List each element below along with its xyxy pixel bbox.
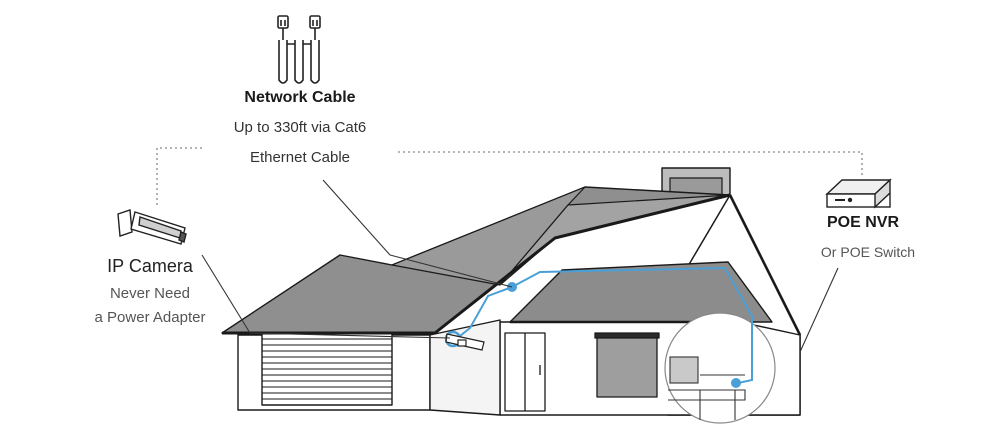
network-cable-title: Network Cable [244,89,356,106]
poe-nvr-title: POE NVR [826,214,899,231]
nvr-recorder-icon [825,178,892,209]
house-window [594,332,660,398]
front-door [504,332,546,412]
network-cable-path [454,266,753,384]
ip-camera-desc-line1: Never Need [109,285,191,302]
garage-door [261,332,393,406]
cable-junction-dot [507,282,517,292]
ip-camera-title: IP Camera [107,256,193,276]
network-cable-desc-line2: Ethernet Cable [249,149,351,166]
dotted-connector [156,147,863,205]
ethernet-cable-icon [277,15,321,84]
poe-nvr-desc: Or POE Switch [820,244,916,260]
nvr-connection-dot [731,378,741,388]
mounted-camera-icon [445,333,485,351]
ip-camera-desc-line2: a Power Adapter [94,309,206,326]
ip-camera-icon [117,209,187,245]
pointer-lines [201,179,839,353]
interior-inset [664,312,776,424]
network-cable-desc-line1: Up to 330ft via Cat6 [233,119,367,136]
